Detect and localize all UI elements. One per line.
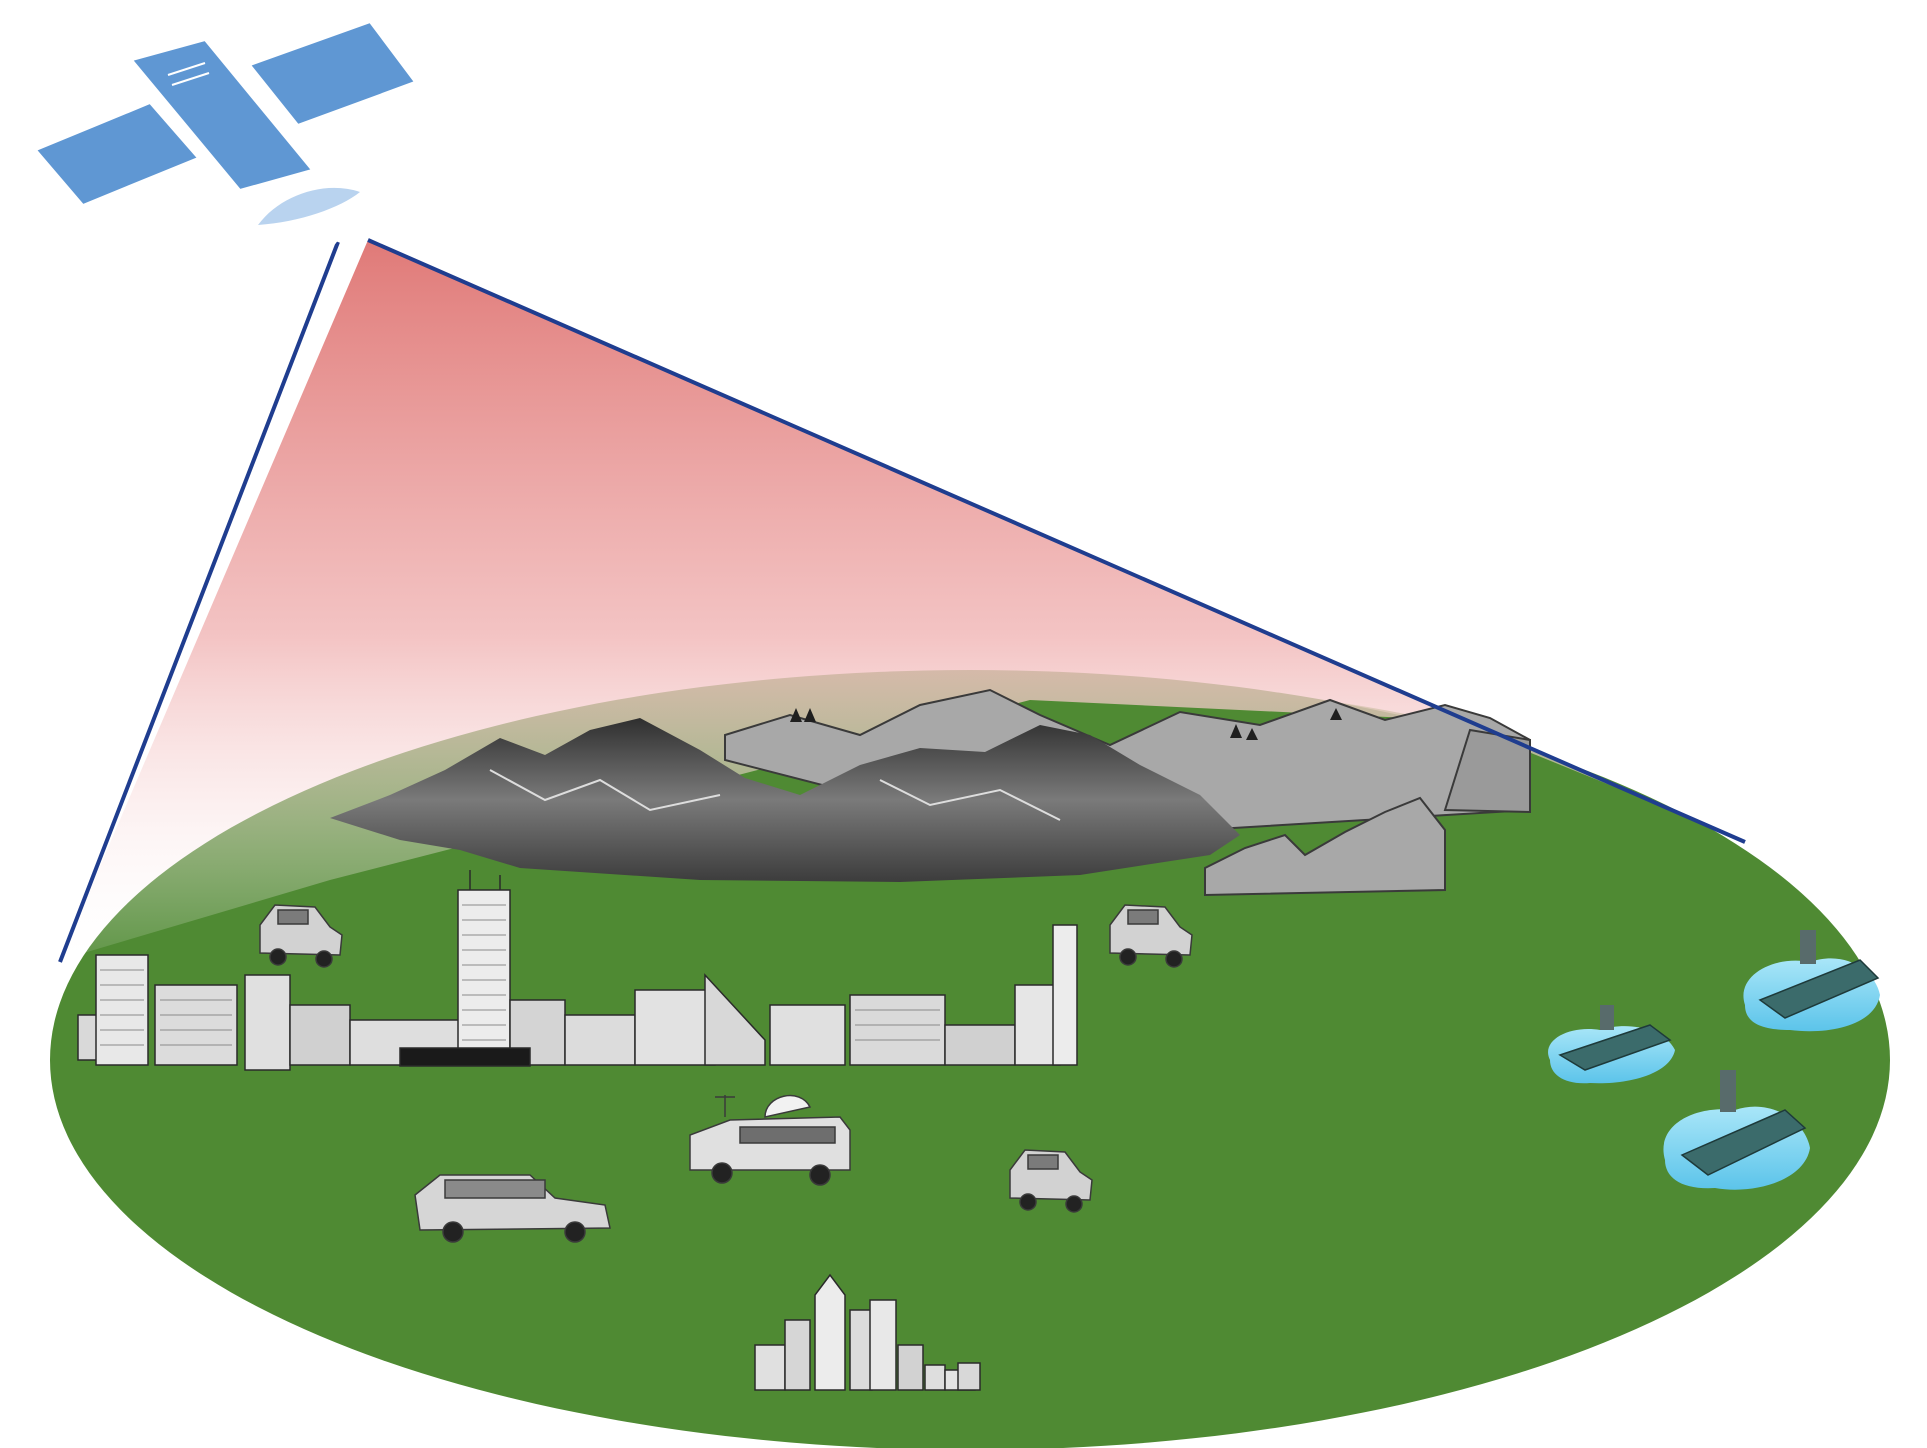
beam-edge-left [58, 241, 340, 963]
satellite-icon [34, 20, 417, 245]
solar-panel-right [248, 20, 417, 127]
solar-panel-left [34, 101, 200, 207]
antenna-dish [258, 187, 360, 225]
beam-edges [58, 238, 1746, 963]
station-wagon-icon [414, 1174, 611, 1243]
satellite-body [130, 38, 314, 192]
beam-edge-right [367, 238, 1746, 844]
aircraft-carrier-icon [1548, 1005, 1675, 1084]
aircraft-carrier-icon [1743, 930, 1880, 1032]
aircraft-carrier-icon [1663, 1070, 1810, 1190]
signal-waves [317, 213, 342, 245]
ships [1548, 930, 1880, 1190]
suv-icon [259, 904, 343, 968]
satcom-van-icon [689, 1094, 851, 1186]
vehicles [259, 904, 1193, 1243]
suv-icon [1009, 1149, 1093, 1213]
city-skyline-icon [77, 870, 1078, 1071]
mountain-range-icon [330, 688, 1531, 897]
small-city-icon [754, 1273, 981, 1391]
suv-icon [1109, 904, 1193, 968]
